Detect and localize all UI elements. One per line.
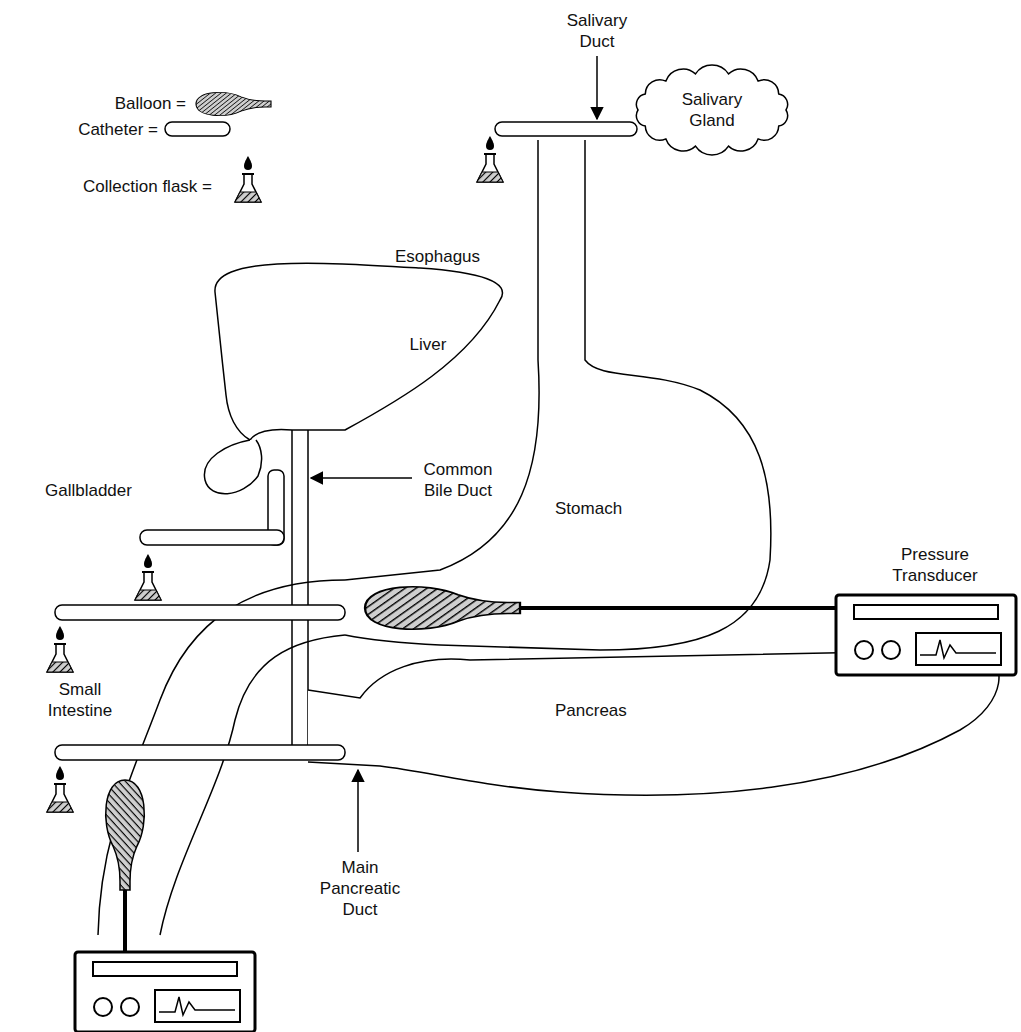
stomach-outline [345,140,771,650]
balloon [365,587,520,629]
legend-text: Collection flask = [83,176,212,197]
balloon [106,780,145,890]
organ-label: Common Bile Duct [412,459,504,501]
organ-label: Liver [410,334,447,355]
leader-arrow [311,477,412,479]
transducer-lead [520,606,836,610]
collection-flask [135,554,161,600]
liver-outline [215,263,503,440]
collection-flask [47,766,73,812]
balloon-legend-sample [196,92,271,115]
catheter [55,745,345,760]
gallbladder-outline [204,440,261,494]
organ-label: Main Pancreatic Duct [312,857,408,920]
legend-text: Catheter = [78,119,158,140]
catheter [495,122,637,136]
organ-label: Salivary Gland [673,89,751,131]
salivary-gland-outline [636,65,787,155]
transducer-lead [123,890,127,952]
catheter [140,530,284,545]
leader-arrow [596,56,598,119]
organ-label: Gallbladder [45,480,132,501]
legend-text: Balloon = [115,93,186,114]
organ-label: Pressure Transducer [879,544,991,586]
organ-label: Stomach [555,498,622,519]
bile-duct [292,430,308,745]
leader-arrow [357,770,359,852]
organ-label: Esophagus [395,246,480,267]
pressure-transducer [836,595,1016,675]
catheter-legend-sample [165,122,230,136]
catheter [55,605,345,620]
collection-flask [47,626,73,672]
organ-label: Pancreas [555,700,627,721]
collection-flask [477,136,503,182]
organ-label: Salivary Duct [555,10,639,52]
organ-label: Small Intestine [36,679,124,721]
collection-flask-legend-sample [235,156,261,202]
pressure-transducer [75,952,255,1032]
